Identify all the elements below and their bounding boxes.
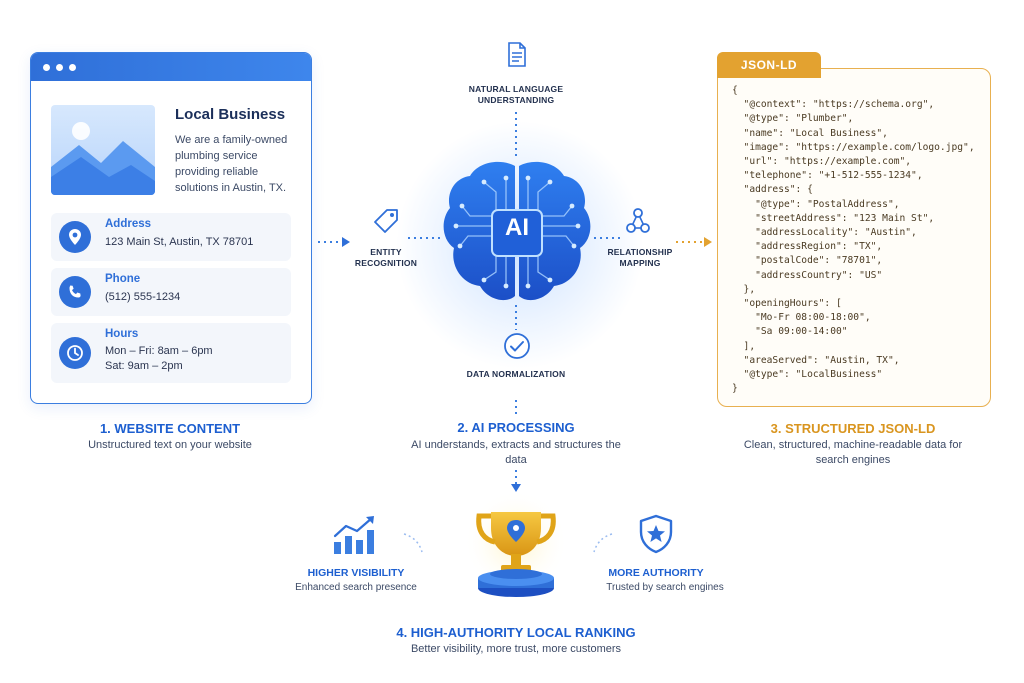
- step3-title: 3. STRUCTURED JSON-LD: [770, 421, 936, 436]
- arrow-head: [342, 237, 350, 247]
- bar-chart-icon: [332, 514, 380, 561]
- json-code-line: "addressRegion": "TX",: [732, 241, 883, 253]
- json-code-line: "address": {: [732, 184, 813, 196]
- phone-row: Phone (512) 555-1234: [51, 268, 291, 316]
- network-icon: [623, 206, 653, 241]
- json-code-line: "Sa 09:00-14:00": [732, 326, 848, 338]
- json-code-line: "Mo-Fr 08:00-18:00",: [732, 312, 871, 324]
- hours-label: Hours: [105, 328, 139, 340]
- json-code-line: "postalCode": "78701",: [732, 255, 883, 267]
- normalization-label: DATA NORMALIZATION: [466, 369, 566, 379]
- json-code-line: "image": "https://example.com/logo.jpg",: [732, 141, 975, 153]
- browser-bar: [31, 53, 311, 81]
- json-ld-card: [717, 68, 991, 407]
- hours-value: Mon – Fri: 8am – 6pm Sat: 9am – 2pm: [105, 344, 213, 374]
- entity-label: ENTITY RECOGNITION: [354, 247, 418, 268]
- json-code-line: "telephone": "+1-512-555-1234",: [732, 170, 923, 182]
- json-code-line: "@type": "PostalAddress",: [732, 198, 900, 210]
- visibility-subtitle: Enhanced search presence: [295, 582, 417, 593]
- phone-icon: [59, 276, 91, 308]
- step2-title: 2. AI PROCESSING: [457, 420, 575, 435]
- brain-icon: [443, 161, 591, 301]
- business-description: We are a family-owned plumbing service p…: [175, 134, 288, 194]
- json-code-line: "addressLocality": "Austin",: [732, 227, 917, 239]
- shield-star-icon: [638, 514, 674, 559]
- step3-subtitle: Clean, structured, machine-readable data…: [743, 439, 963, 466]
- clock-icon: [59, 337, 91, 369]
- step4-title: 4. HIGH-AUTHORITY LOCAL RANKING: [396, 625, 636, 640]
- json-code-line: }: [732, 383, 738, 395]
- step2-subtitle: AI understands, extracts and structures …: [411, 439, 621, 466]
- business-name: Local Business: [175, 106, 286, 123]
- json-code-line: "areaServed": "Austin, TX",: [732, 354, 900, 366]
- json-code-line: "openingHours": [: [732, 298, 842, 310]
- image-placeholder-icon: [51, 105, 155, 195]
- window-dot: [56, 63, 63, 71]
- json-code-line: "url": "https://example.com",: [732, 156, 912, 168]
- step1-subtitle: Unstructured text on your website: [88, 439, 252, 451]
- address-value: 123 Main St, Austin, TX 78701: [105, 236, 254, 248]
- json-code-line: "@type": "Plumber",: [732, 113, 854, 125]
- document-icon: [507, 42, 527, 73]
- location-pin-icon: [59, 221, 91, 253]
- arrow-head: [704, 237, 712, 247]
- step1-title: 1. WEBSITE CONTENT: [99, 421, 241, 436]
- connector-line: [593, 533, 613, 553]
- trophy-icon: [464, 492, 568, 597]
- json-code-line: "@context": "https://schema.org",: [732, 99, 935, 111]
- window-dot: [69, 63, 76, 71]
- step4-subtitle: Better visibility, more trust, more cust…: [410, 643, 622, 655]
- phone-label: Phone: [105, 273, 141, 285]
- check-circle-icon: [503, 332, 531, 365]
- json-code-line: {: [732, 85, 738, 96]
- json-ld-tab: JSON-LD: [717, 52, 821, 78]
- phone-value: (512) 555-1234: [105, 291, 181, 303]
- address-row: Address 123 Main St, Austin, TX 78701: [51, 213, 291, 261]
- nlu-label: NATURAL LANGUAGE UNDERSTANDING: [468, 84, 564, 105]
- json-code-line: "name": "Local Business",: [732, 127, 888, 139]
- visibility-title: HIGHER VISIBILITY: [307, 567, 405, 579]
- arrow-head: [511, 484, 521, 492]
- tag-icon: [372, 208, 400, 241]
- authority-title: MORE AUTHORITY: [608, 567, 704, 579]
- json-code-line: "addressCountry": "US": [732, 269, 883, 281]
- json-code-line: },: [732, 283, 756, 295]
- json-ld-code: { "@context": "https://schema.org", "@ty…: [732, 84, 975, 396]
- hours-row: Hours Mon – Fri: 8am – 6pm Sat: 9am – 2p…: [51, 323, 291, 383]
- hours-weekday: Mon – Fri: 8am – 6pm: [105, 345, 213, 357]
- hours-saturday: Sat: 9am – 2pm: [105, 360, 183, 372]
- json-code-line: "streetAddress": "123 Main St",: [732, 212, 935, 224]
- address-label: Address: [105, 218, 152, 230]
- json-code-line: "@type": "LocalBusiness": [732, 369, 883, 381]
- ai-center-label: AI: [505, 214, 529, 241]
- website-card: Local Business We are a family-owned plu…: [30, 52, 312, 404]
- window-dot: [43, 63, 50, 71]
- relationship-label: RELATIONSHIP MAPPING: [607, 247, 673, 268]
- connector-line: [403, 533, 423, 553]
- authority-subtitle: Trusted by search engines: [606, 582, 724, 593]
- json-code-line: ],: [732, 340, 756, 352]
